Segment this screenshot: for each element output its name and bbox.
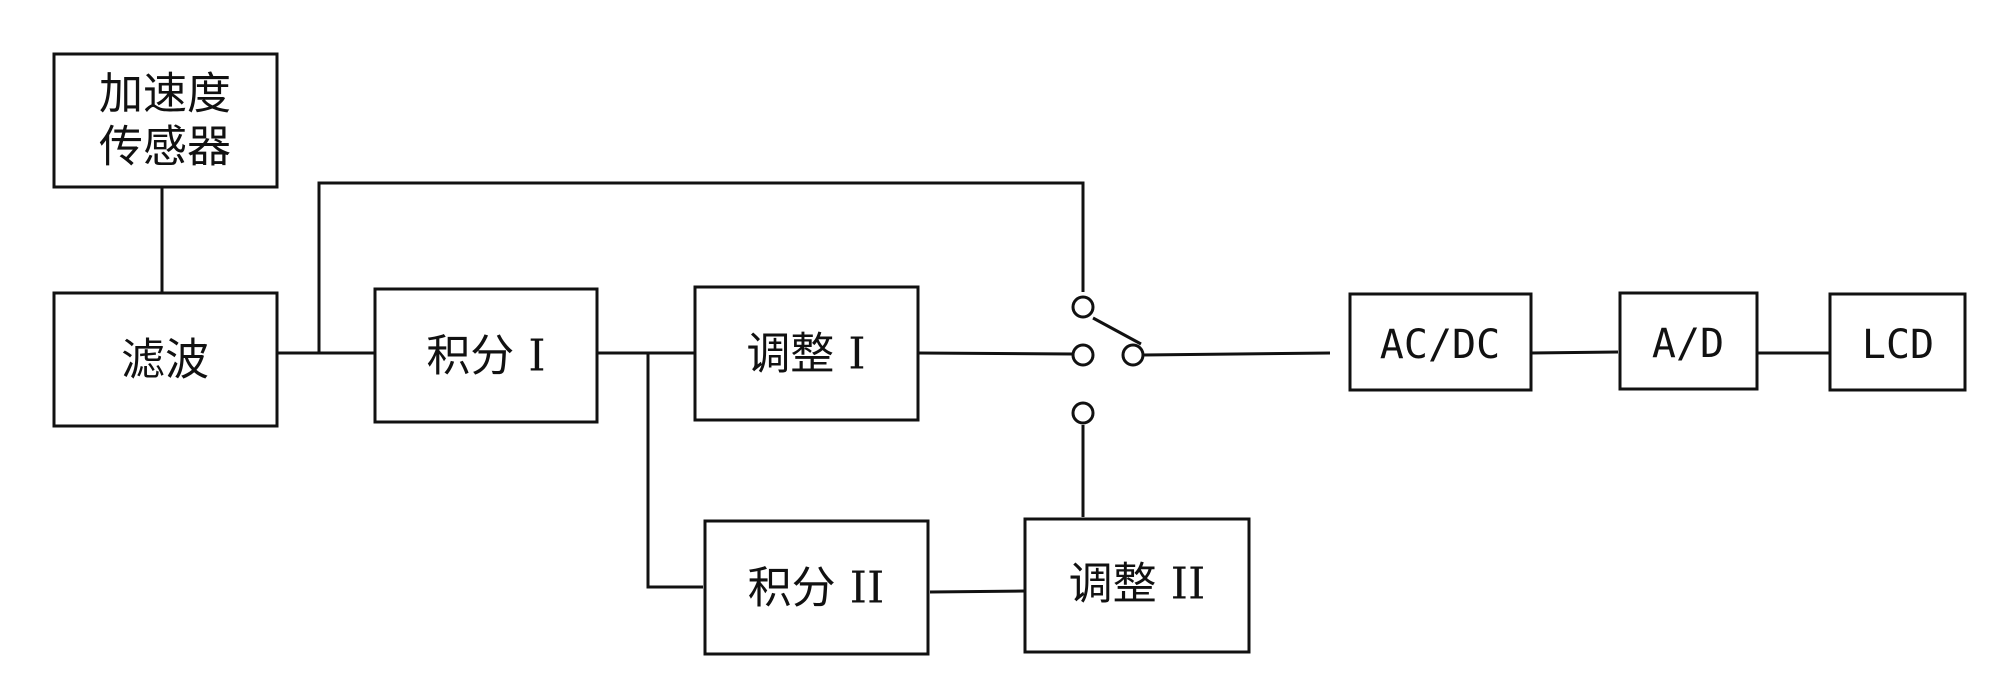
block-sensor-line2: 传感器 [99,122,231,173]
switch-lever [1092,316,1142,346]
wire-integrator2-adjust2 [929,589,1026,594]
block-adjust1: 调整 I [693,285,920,422]
block-filter: 滤波 [52,291,279,428]
wire-adjust1-switch [917,351,1074,356]
block-integrator1: 积分 I [373,287,599,424]
block-filter-label: 滤波 [121,335,209,386]
block-lcd: LCD [1828,292,1967,392]
block-integrator2-label: 积分 II [748,563,885,614]
block-integrator2: 积分 II [703,519,930,656]
wire-switch-acdc [1142,351,1331,357]
block-acdc: AC/DC [1348,292,1533,392]
block-ad: A/D [1618,291,1759,391]
switch-common [1121,343,1145,367]
wire-branch-integrator2 [646,353,703,589]
block-lcd-label: LCD [1862,322,1934,368]
block-adjust2: 调整 II [1023,517,1251,654]
block-integrator1-label: 积分 I [426,331,545,382]
switch-contact-middle [1071,343,1095,367]
block-acdc-label: AC/DC [1380,322,1500,368]
wires [160,181,1830,594]
wire-bypass-top [317,181,1085,353]
wire-acdc-ad [1530,350,1619,355]
selector-switch [1071,295,1145,425]
block-adjust1-label: 调整 I [746,329,865,380]
switch-contact-top [1071,295,1095,319]
block-ad-label: A/D [1652,321,1724,367]
switch-contact-bottom [1071,401,1095,425]
block-adjust2-label: 调整 II [1069,559,1206,610]
block-sensor-line1: 加速度 [99,69,231,120]
block-sensor: 加速度 传感器 [52,52,279,189]
